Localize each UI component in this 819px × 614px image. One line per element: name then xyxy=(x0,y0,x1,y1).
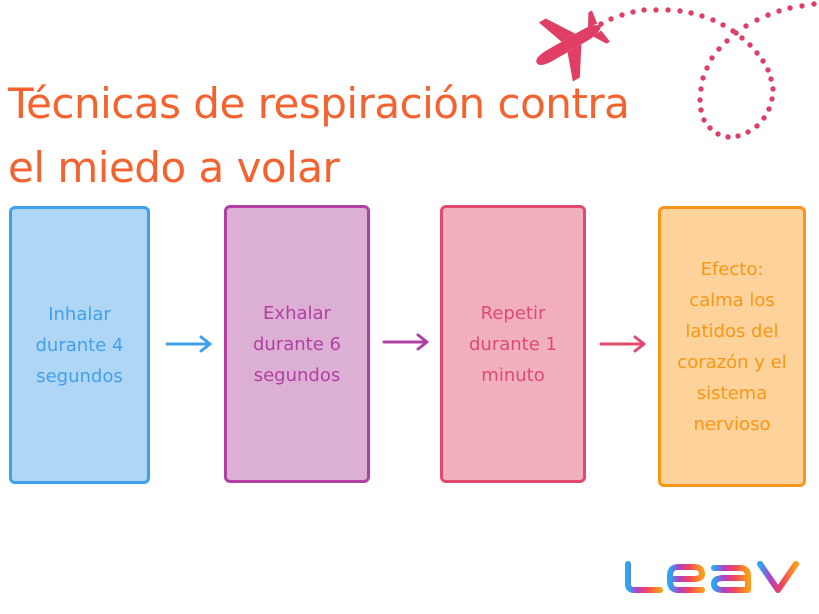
step-repeat-text: Repetir durante 1 minuto xyxy=(469,302,557,386)
airplane-dotted-path-decoration xyxy=(536,1,817,140)
title-line-2: el miedo a volar xyxy=(8,143,340,192)
arrow-right-icon xyxy=(382,333,429,351)
step-repeat-box: Repetir durante 1 minuto xyxy=(440,205,586,483)
airplane-icon xyxy=(536,10,610,82)
step-effect-box: Efecto: calma los latidos del corazón y … xyxy=(658,206,806,487)
arrow-right-icon xyxy=(599,335,646,353)
dotted-flight-path xyxy=(598,1,817,140)
step-exhale-box: Exhalar durante 6 segundos xyxy=(224,205,370,483)
step-inhale-box: Inhalar durante 4 segundos xyxy=(9,206,150,484)
arrow-right-icon xyxy=(165,335,212,353)
step-inhale-text: Inhalar durante 4 segundos xyxy=(35,303,124,387)
leav-logo xyxy=(625,561,799,593)
title-line-1: Técnicas de respiración contra xyxy=(8,79,630,128)
step-effect-text: Efecto: calma los latidos del corazón y … xyxy=(677,258,787,435)
page-title: Técnicas de respiración contra el miedo … xyxy=(8,72,708,200)
step-exhale-text: Exhalar durante 6 segundos xyxy=(253,302,341,386)
